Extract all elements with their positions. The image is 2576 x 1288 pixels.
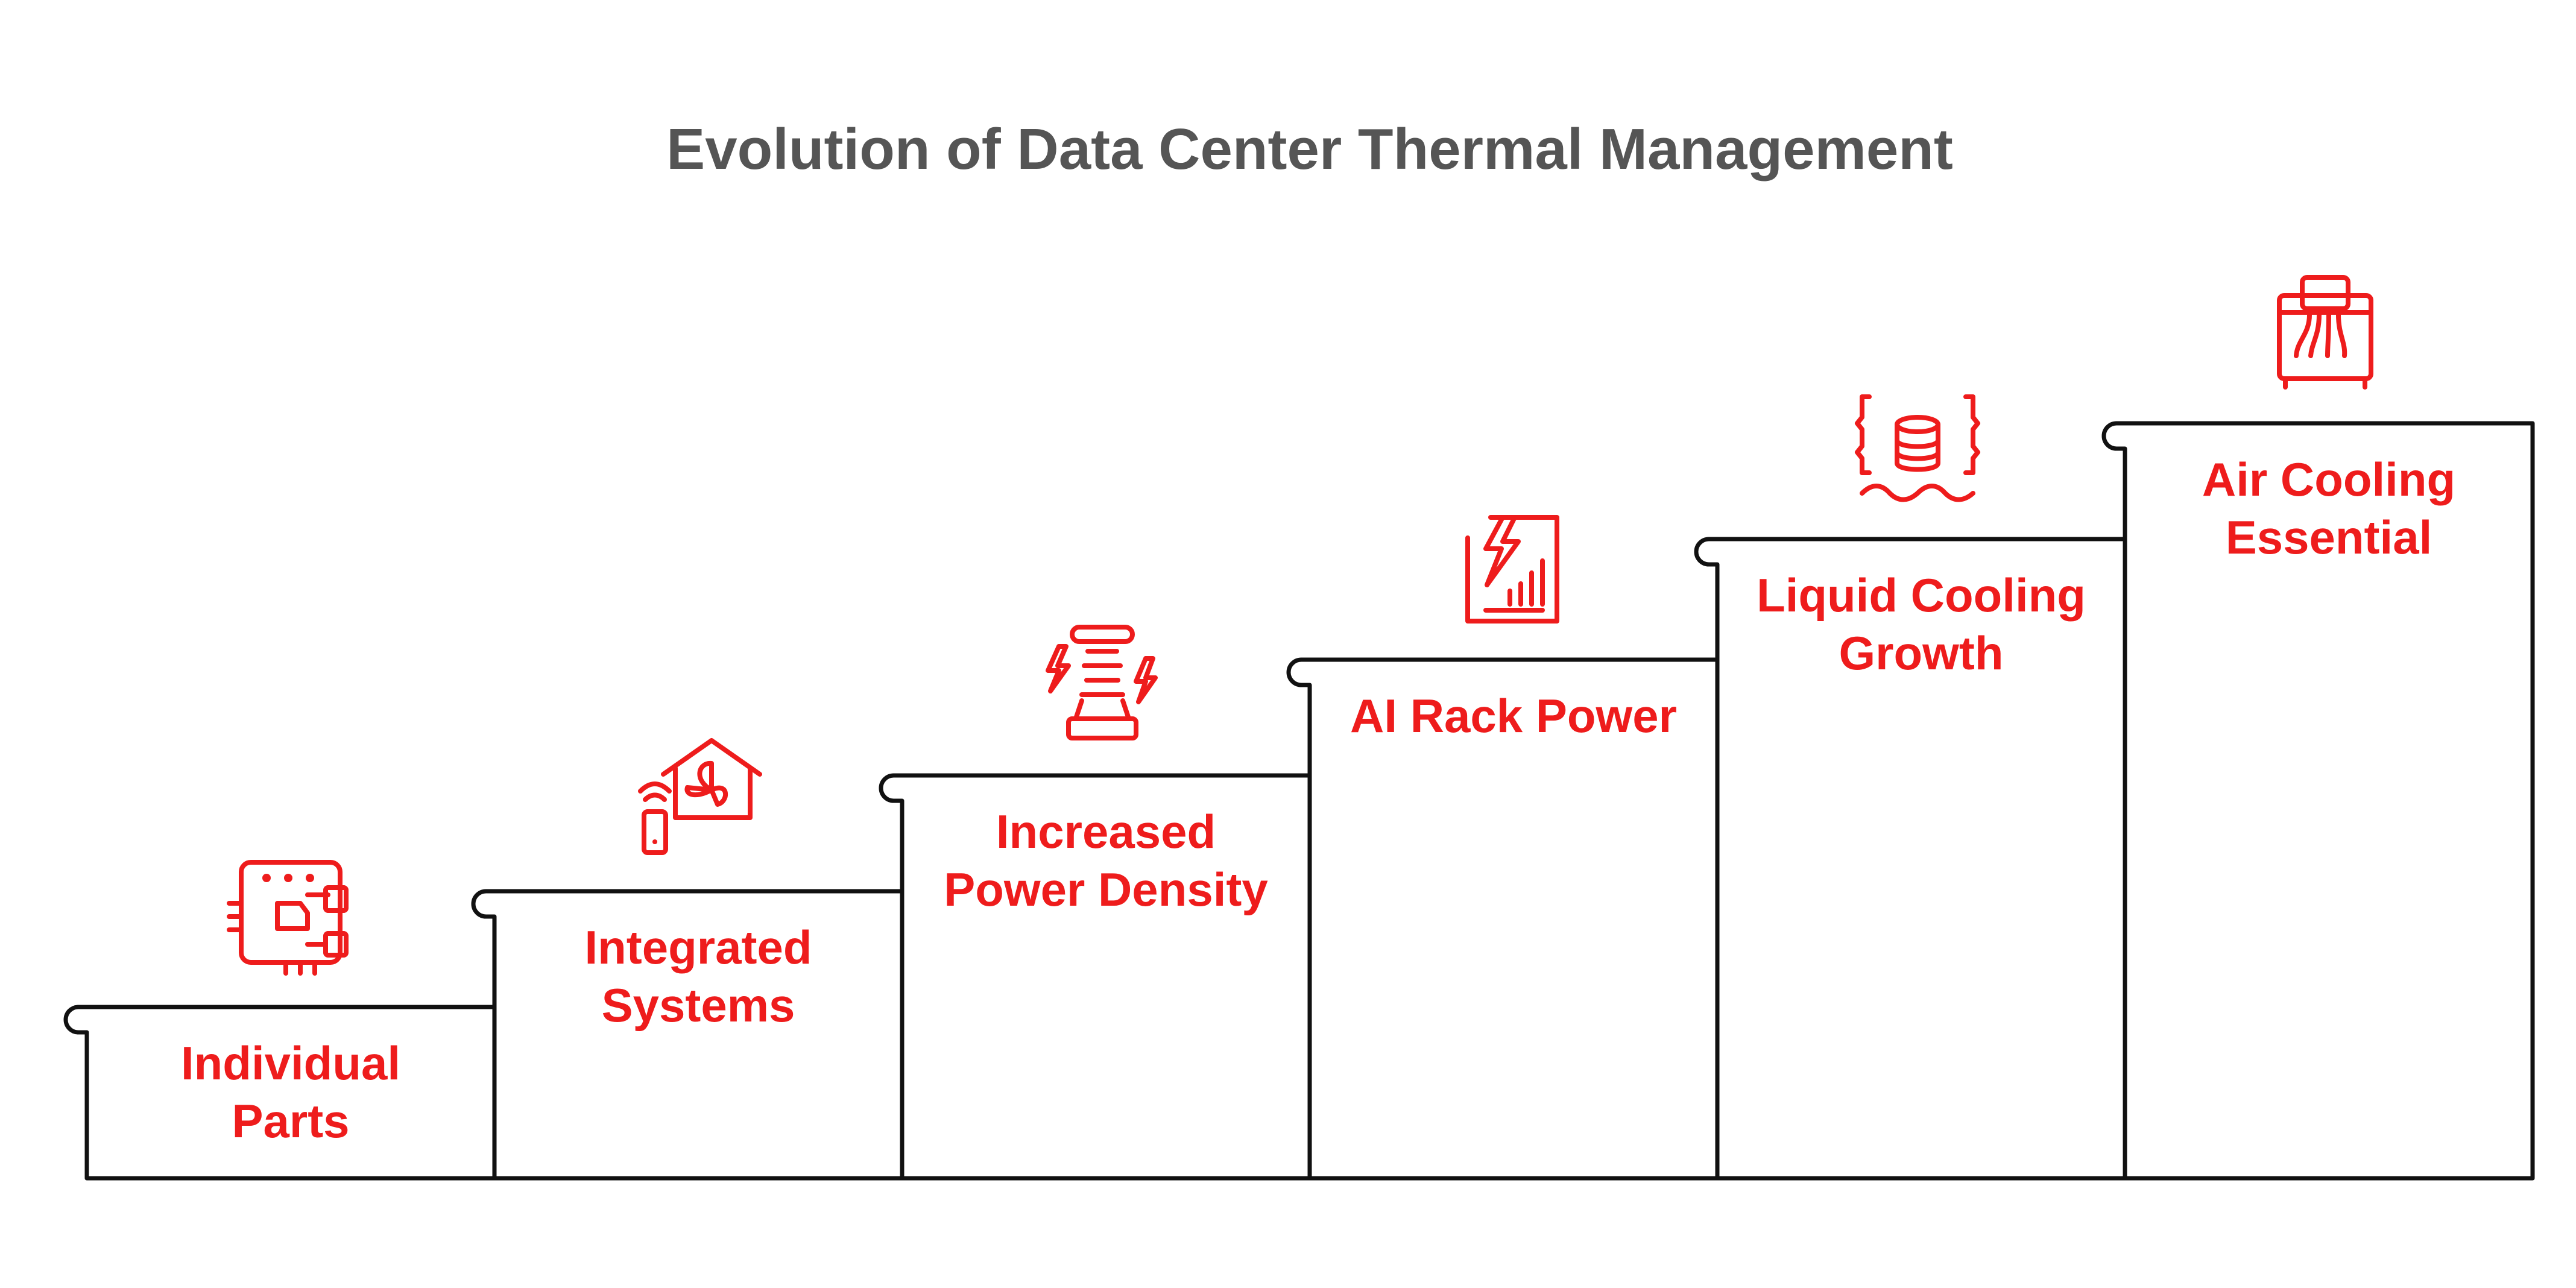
power-report-icon: [1465, 515, 1559, 623]
step-label-4: AI Rack Power: [1350, 689, 1677, 742]
step-outline-5: [1694, 537, 2127, 1181]
step-label-line: Individual: [181, 1037, 400, 1090]
smart-home-fan-icon: [638, 738, 762, 855]
step-outline-6: [2101, 421, 2535, 1181]
step-outline-3: [879, 773, 1312, 1181]
step-label-line: Power Density: [944, 863, 1268, 916]
air-cooling-unit-icon: [2277, 275, 2373, 390]
step-label-line: Growth: [1839, 627, 2004, 680]
step-label-line: Increased: [996, 805, 1216, 858]
step-label-line: Systems: [602, 979, 795, 1032]
step-outline-4: [1286, 657, 1720, 1181]
step-label-line: Liquid Cooling: [1757, 569, 2086, 622]
step-label-line: Parts: [232, 1094, 349, 1148]
diagram-title: Evolution of Data Center Thermal Managem…: [666, 117, 1953, 182]
circuit-board-icon: [227, 860, 349, 976]
step-label-line: Essential: [2226, 511, 2432, 564]
staircase-outline: [63, 421, 2535, 1181]
step-label-line: AI Rack Power: [1350, 689, 1677, 742]
step-label-line: Integrated: [584, 921, 812, 974]
step-label-line: Air Cooling: [2202, 453, 2455, 506]
step-outline-1: [63, 1005, 497, 1181]
liquid-cooling-icon: [1855, 394, 1980, 502]
step-outline-2: [471, 889, 904, 1181]
power-density-icon: [1046, 625, 1158, 740]
